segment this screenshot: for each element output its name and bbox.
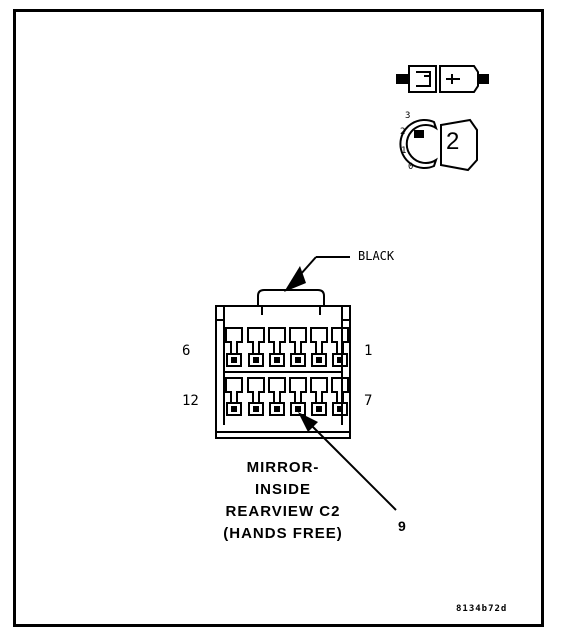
callout-pin-label: 9 bbox=[398, 518, 406, 534]
pin-label-top-right: 1 bbox=[364, 343, 373, 359]
pin-label-bottom-left: 12 bbox=[182, 393, 199, 409]
pin-cavity bbox=[225, 327, 243, 367]
pin-cavity bbox=[268, 327, 286, 367]
pin-label-top-left: 6 bbox=[182, 343, 191, 359]
color-label: BLACK bbox=[358, 249, 395, 263]
pin-cavities bbox=[225, 327, 349, 416]
pin-cavity bbox=[310, 327, 328, 367]
pin-cavity bbox=[247, 377, 265, 416]
connector-title: MIRROR- INSIDE REARVIEW C2 (HANDS FREE) bbox=[200, 457, 366, 545]
diagram-frame bbox=[13, 9, 544, 627]
pin-cavity bbox=[268, 377, 286, 416]
lock-pos-1: 1 bbox=[401, 146, 407, 156]
title-line-3: REARVIEW C2 bbox=[225, 503, 341, 520]
pin-9-leader bbox=[298, 412, 397, 511]
lock-number: 2 bbox=[446, 128, 460, 155]
pin-cavity bbox=[289, 377, 307, 416]
title-line-4: (HANDS FREE) bbox=[223, 525, 343, 542]
connector-side-icon bbox=[396, 65, 489, 93]
pin-cavity bbox=[289, 327, 307, 367]
figure-code: 8134b72d bbox=[456, 604, 508, 614]
lock-position-icon bbox=[399, 118, 478, 172]
pin-label-bottom-right: 7 bbox=[364, 393, 373, 409]
black-leader bbox=[284, 256, 350, 292]
pin-cavity bbox=[331, 327, 349, 367]
pin-cavity bbox=[225, 377, 243, 416]
lock-pos-3: 3 bbox=[405, 111, 411, 121]
title-line-1: MIRROR- bbox=[246, 459, 320, 476]
title-line-2: INSIDE bbox=[254, 481, 311, 498]
lock-pos-2: 2 bbox=[400, 127, 406, 137]
lock-pos-0: 0 bbox=[408, 162, 414, 172]
pin-cavity bbox=[331, 377, 349, 416]
pin-cavity bbox=[310, 377, 328, 416]
pin-cavity bbox=[247, 327, 265, 367]
